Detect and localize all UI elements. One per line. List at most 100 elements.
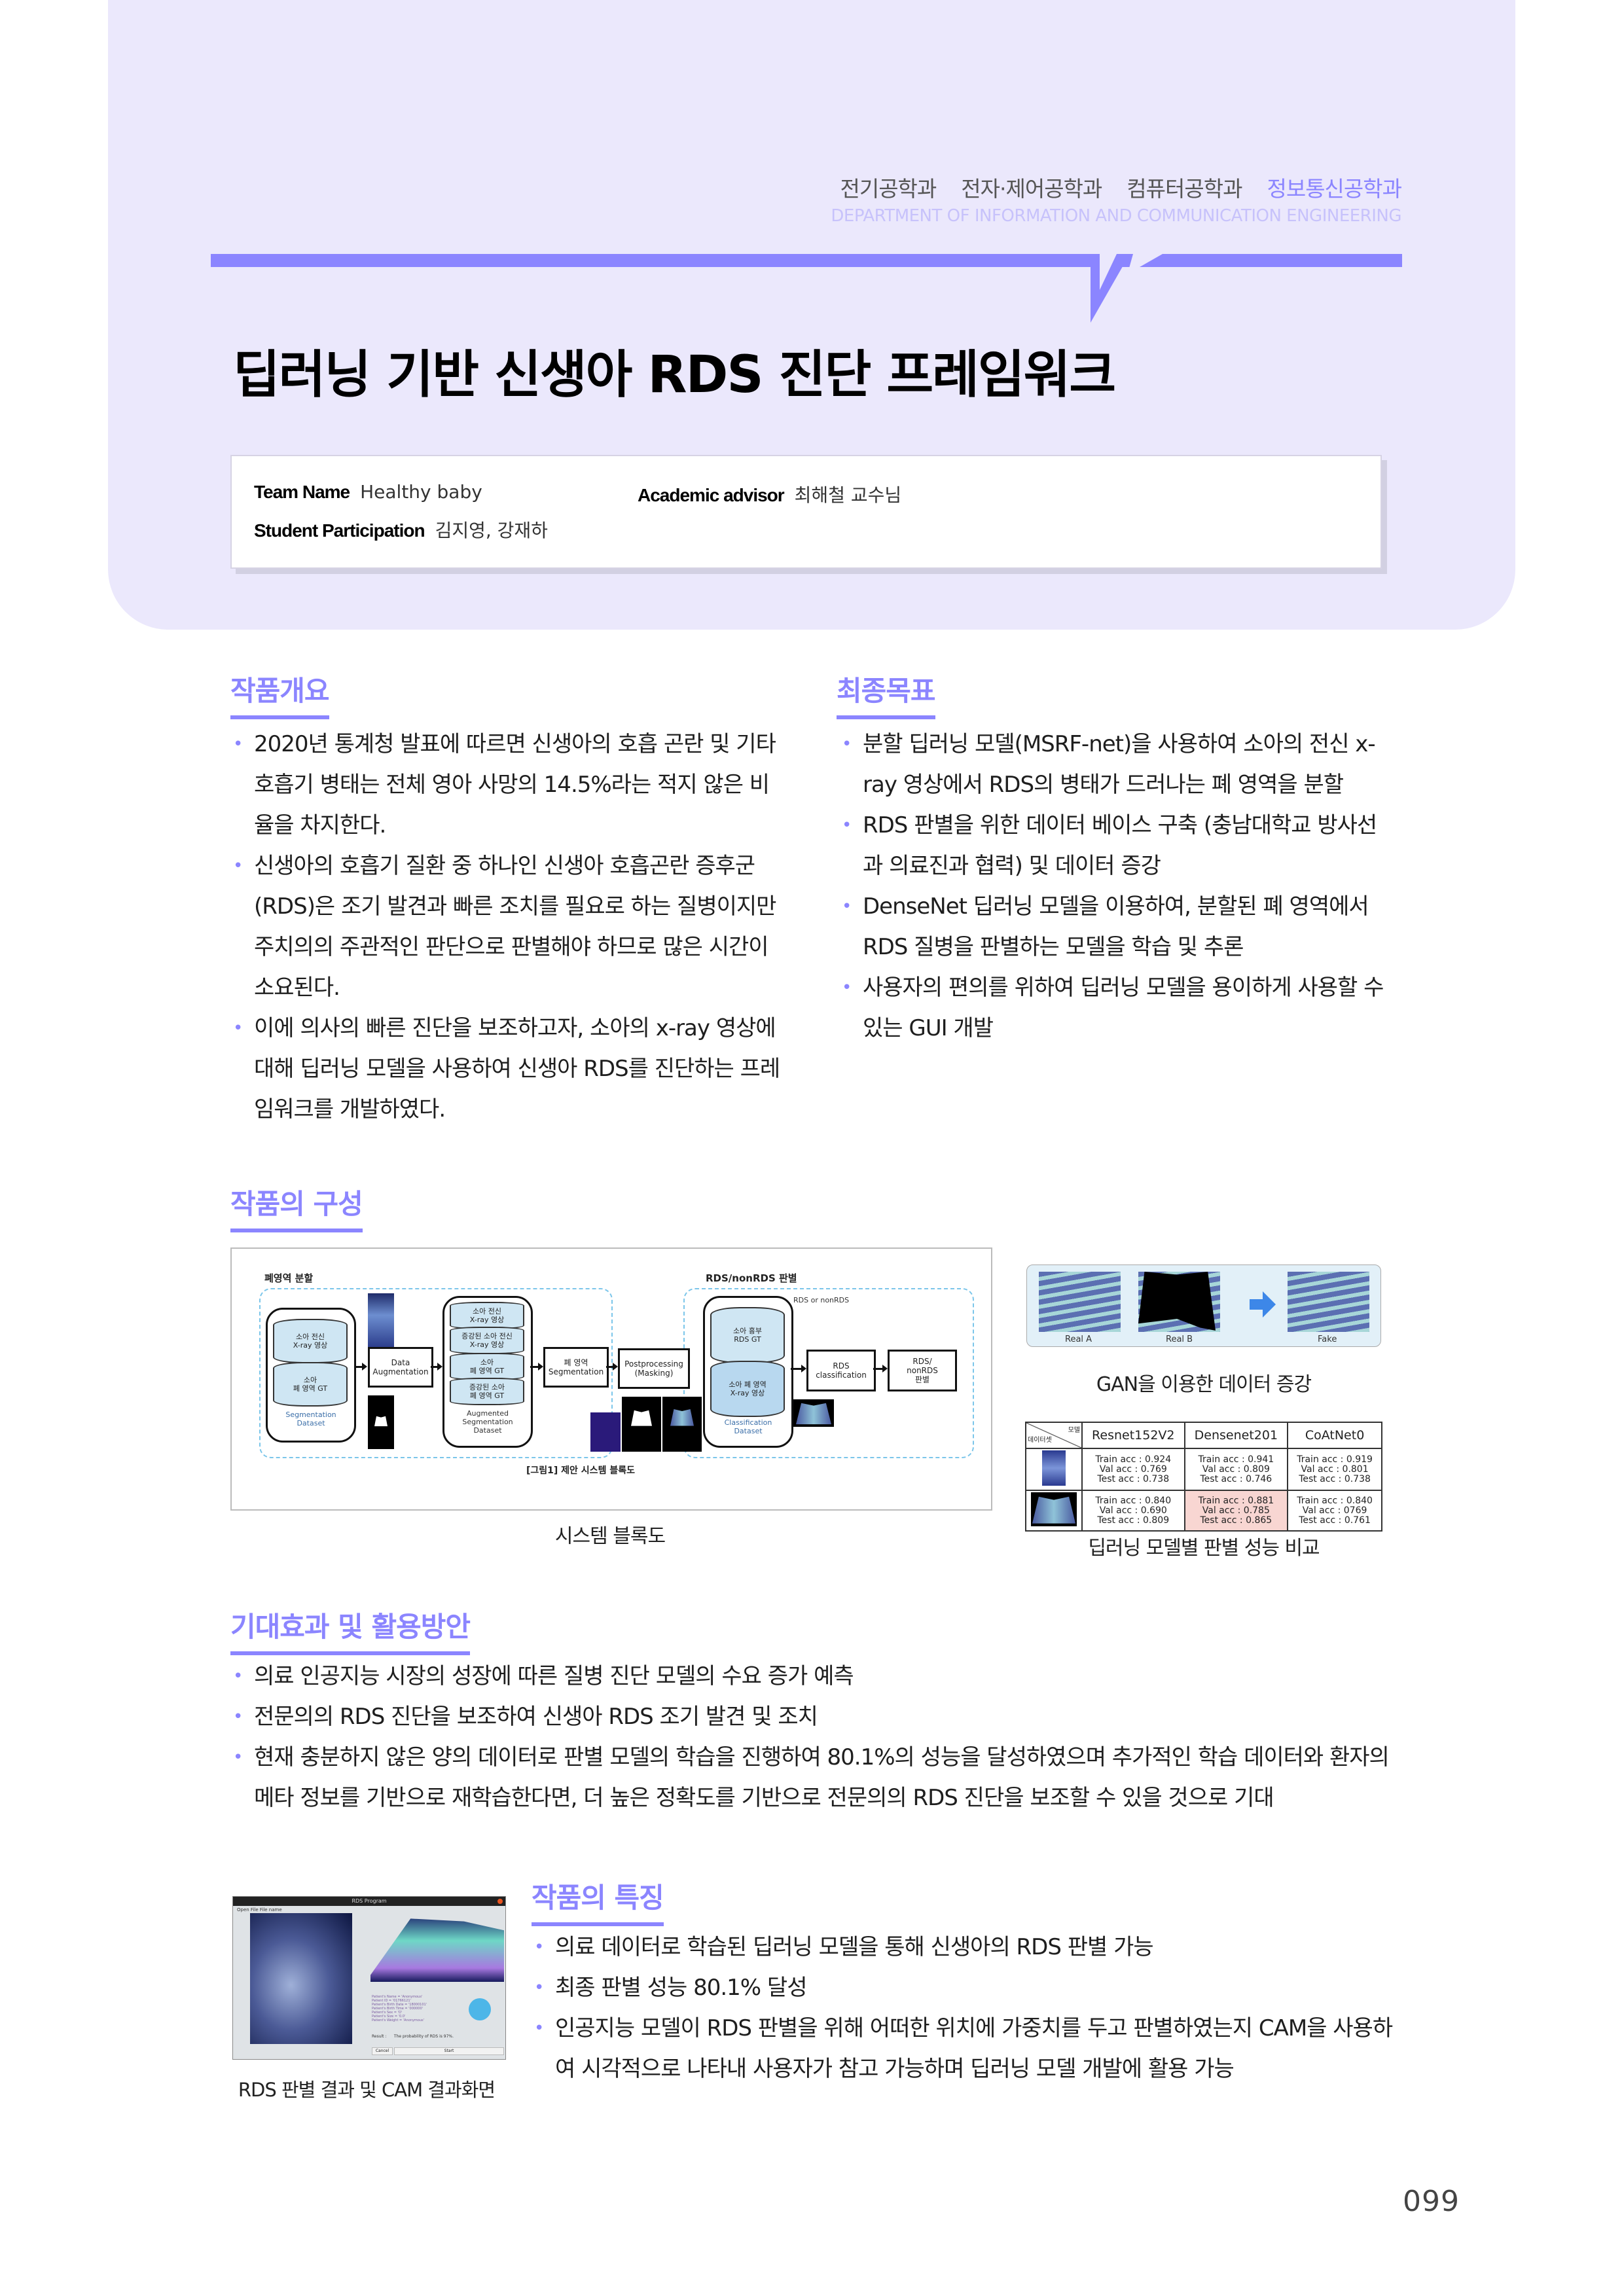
department-english-name: DEPARTMENT OF INFORMATION AND COMMUNICAT… <box>831 206 1401 226</box>
features-list: 의료 데이터로 학습된 딥러닝 모델을 통해 신생아의 RDS 판별 가능 최종… <box>532 1927 1402 2089</box>
effects-section: 기대효과 및 활용방안 <box>230 1605 471 1655</box>
arrow <box>873 1365 888 1372</box>
overview-heading: 작품개요 <box>230 669 330 719</box>
fake-label: Fake <box>1318 1335 1337 1344</box>
rds-program-screenshot: RDS Program Open File File name Patient'… <box>232 1896 506 2060</box>
aug-db-c4: 증강된 소아 폐 영역 GT <box>450 1378 524 1405</box>
goals-section: 최종목표 <box>837 669 936 719</box>
diagram-section1-title: 폐영역 분할 <box>264 1272 314 1284</box>
features-heading: 작품의 특징 <box>532 1876 664 1926</box>
arrow <box>791 1365 806 1372</box>
arrow-right-icon <box>1250 1291 1276 1318</box>
segmentation-region <box>259 1288 613 1458</box>
diagram-caption: 시스템 블록도 <box>554 1525 666 1548</box>
seg-db-xray: 소아 전신 X-ray 영상 <box>273 1319 348 1363</box>
page-number: 099 <box>1403 2185 1460 2218</box>
effects-list: 의료 인공지능 시장의 성장에 따른 질병 진단 모델의 수요 증가 예측 전문… <box>230 1656 1402 1818</box>
goal-bullet: 분할 딥러닝 모델(MSRF-net)을 사용하여 소아의 전신 x-ray 영… <box>839 724 1389 805</box>
goal-bullet: DenseNet 딥러닝 모델을 이용하여, 분할된 폐 영역에서 RDS 질병… <box>839 886 1389 967</box>
segmentation-dataset: 소아 전신 X-ray 영상 소아 폐 영역 GT Segmentation D… <box>266 1308 356 1443</box>
real-a-xray <box>1039 1272 1121 1332</box>
department-info-comm: 정보통신공학과 <box>1267 176 1402 202</box>
augmented-segmentation-dataset: 소아 전신 X-ray 영상 증강된 소아 전신 X-ray 영상 소아 폐 영… <box>442 1296 533 1448</box>
aug-db-c1: 소아 전신 X-ray 영상 <box>450 1302 524 1329</box>
students-label: Student Participation <box>254 520 425 541</box>
aug-db-c2: 증강된 소아 전신 X-ray 영상 <box>450 1327 524 1354</box>
gan-augmentation-figure: Real A Real B Fake <box>1026 1265 1381 1347</box>
gui-patient-info: Patient's Name = 'Anonymous' Patient ID … <box>372 1995 427 2022</box>
header-rule <box>211 254 1402 267</box>
overview-list: 2020년 통계청 발표에 따르면 신생아의 호흡 곤란 및 기타 호흡기 병태… <box>230 724 780 1130</box>
gui-menu: Open File File name <box>237 1907 282 1912</box>
masked-lung-thumbnail <box>662 1397 702 1452</box>
lung-crop-thumbnail <box>793 1399 834 1427</box>
gui-window-title: RDS Program <box>233 1897 505 1906</box>
composition-heading: 작품의 구성 <box>230 1182 363 1232</box>
arrow <box>431 1363 442 1371</box>
dataset-thumbnail <box>1025 1490 1083 1532</box>
mask-output-thumbnail <box>622 1397 661 1452</box>
team-name-label: Team Name <box>254 482 350 502</box>
students-value: 김지영, 강재하 <box>435 520 548 541</box>
goals-heading: 최종목표 <box>837 669 936 719</box>
feature-bullet: 인공지능 모델이 RDS 판별을 위해 어떠한 위치에 가중치를 두고 판별하였… <box>532 2008 1402 2089</box>
overview-bullet: 이에 의사의 빠른 진단을 보조하고자, 소아의 x-ray 영상에 대해 딥러… <box>230 1008 780 1130</box>
department-computer: 컴퓨터공학과 <box>1127 176 1242 202</box>
department-nav: 전기공학과 전자·제어공학과 컴퓨터공학과 정보통신공학과 <box>840 171 1402 203</box>
overview-bullet: 2020년 통계청 발표에 따르면 신생아의 호흡 곤란 및 기타 호흡기 병태… <box>230 724 780 846</box>
goals-list: 분할 딥러닝 모델(MSRF-net)을 사용하여 소아의 전신 x-ray 영… <box>839 724 1389 1049</box>
cam-thumbnail <box>590 1412 621 1452</box>
overview-section: 작품개요 <box>230 669 330 719</box>
column-header: CoAtNet0 <box>1287 1422 1382 1449</box>
effect-bullet: 현재 충분하지 않은 양의 데이터로 판별 모델의 학습을 진행하여 80.1%… <box>230 1737 1402 1818</box>
arrow <box>606 1363 618 1371</box>
system-block-diagram: 폐영역 분할 RDS/nonRDS 판별 소아 전신 X-ray 영상 소아 폐… <box>230 1247 992 1511</box>
rds-classification-box: RDS classification <box>806 1350 876 1391</box>
feature-bullet: 의료 데이터로 학습된 딥러닝 모델을 통해 신생아의 RDS 판별 가능 <box>532 1927 1402 1967</box>
cls-db-xray: 소아 폐 영역 X-ray 영상 <box>710 1361 785 1417</box>
real-b-label: Real B <box>1166 1335 1193 1344</box>
gui-cam-image <box>370 1918 504 1982</box>
xray-thumbnail <box>368 1293 394 1348</box>
fake-xray <box>1288 1272 1369 1332</box>
close-icon <box>497 1899 503 1904</box>
real-a-label: Real A <box>1065 1335 1092 1344</box>
real-b-xray <box>1138 1272 1220 1332</box>
seg-db-gt: 소아 폐 영역 GT <box>273 1362 348 1407</box>
advisor-value: 최해철 교수님 <box>794 484 902 506</box>
postprocessing-box: Postprocessing (Masking) <box>618 1348 690 1389</box>
figure-caption: [그림1] 제안 시스템 블록도 <box>526 1465 635 1476</box>
gan-caption: GAN을 이용한 데이터 증강 <box>1096 1373 1312 1396</box>
data-augmentation-box: Data Augmentation <box>368 1347 433 1388</box>
rds-or-nonrds-label: RDS or nonRDS <box>793 1296 850 1304</box>
overview-bullet: 신생아의 호흡기 질환 중 하나인 신생아 호흡곤란 증후군(RDS)은 조기 … <box>230 846 780 1008</box>
arrow <box>354 1363 367 1371</box>
column-header: Densenet201 <box>1183 1422 1289 1449</box>
feature-bullet: 최종 판별 성능 80.1% 달성 <box>532 1967 1402 2008</box>
features-section: 작품의 특징 <box>532 1876 664 1926</box>
gui-caption: RDS 판별 결과 및 CAM 결과화면 <box>238 2079 496 2101</box>
table-caption: 딥러닝 모델별 판별 성능 비교 <box>1088 1537 1320 1560</box>
aug-db-caption: Augmented Segmentation Dataset <box>462 1409 513 1435</box>
department-electronics-control: 전자·제어공학과 <box>961 176 1102 202</box>
effect-bullet: 의료 인공지능 시장의 성장에 따른 질병 진단 모델의 수요 증가 예측 <box>230 1656 1402 1696</box>
composition-section: 작품의 구성 <box>230 1182 363 1232</box>
lung-segmentation-box: 폐 영역 Segmentation <box>543 1347 609 1388</box>
cls-db-gt: 소아 흉부 RDS GT <box>710 1307 785 1363</box>
aug-db-c3: 소아 폐 영역 GT <box>450 1353 524 1380</box>
dataset-thumbnail <box>1025 1448 1083 1491</box>
column-header: Resnet152V2 <box>1081 1422 1185 1449</box>
model-performance-table: 모델 데이터셋 Resnet152V2 Densenet201 CoAtNet0… <box>1025 1422 1382 1532</box>
classification-dataset: 소아 흉부 RDS GT 소아 폐 영역 X-ray 영상 Classifica… <box>703 1296 793 1448</box>
cls-db-caption: Classification Dataset <box>724 1418 772 1435</box>
advisor-label: Academic advisor <box>638 485 785 505</box>
effects-heading: 기대효과 및 활용방안 <box>230 1605 471 1655</box>
page-title: 딥러닝 기반 신생아 RDS 진단 프레임워크 <box>233 346 1116 404</box>
